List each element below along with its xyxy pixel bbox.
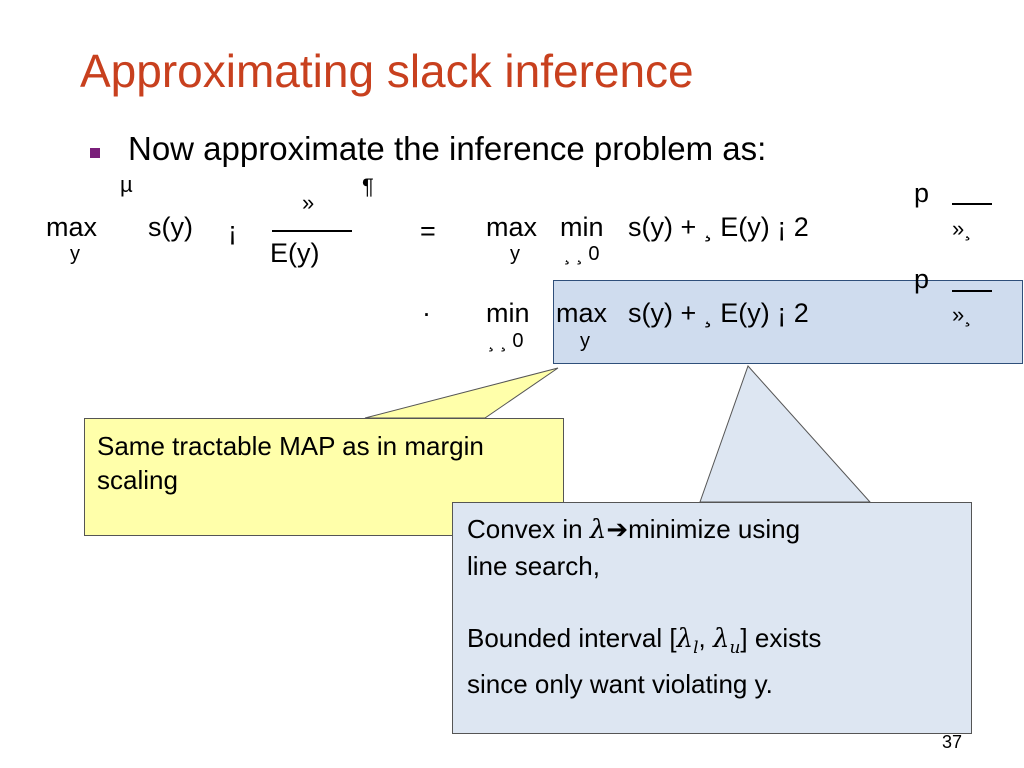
lambda-u-subscript: u — [729, 638, 741, 659]
r1-max: max — [486, 212, 538, 242]
comma-text: , — [698, 623, 713, 653]
r2-expression: s(y) + ¸ E(y) ¡ 2 — [628, 298, 809, 328]
lhs-max-subscript: y — [70, 243, 80, 265]
convex-text: Convex in — [467, 514, 590, 544]
lambda-u-symbol: λ — [712, 624, 730, 654]
equals-sign: = — [420, 216, 436, 246]
bullet-text: Now approximate the inference problem as… — [128, 130, 767, 167]
r2-sqrt-bar — [952, 290, 992, 292]
lhs-numerator: » — [302, 190, 315, 215]
lhs-denominator: E(y) — [270, 238, 320, 268]
bracket-top-left: µ — [120, 172, 133, 197]
r1-min: min — [560, 212, 604, 242]
lambda-symbol: λ — [589, 515, 607, 545]
lambda-l-subscript: l — [693, 638, 699, 659]
arrow-right-icon: ➔ — [606, 514, 629, 544]
callout-tractable-map: Same tractable MAP as in margin scaling — [84, 418, 564, 536]
r1-max-subscript: y — [510, 243, 520, 265]
blue-callout-pointer — [699, 365, 872, 503]
yellow-callout-pointer — [364, 367, 559, 419]
minimize-text: minimize using — [628, 514, 801, 544]
callout-convex-line4: since only want violating y. — [467, 669, 773, 700]
slide-number: 37 — [942, 732, 963, 752]
lhs-score: s(y) — [148, 212, 193, 242]
fraction-bar — [272, 230, 352, 232]
r2-sqrt-p: p — [914, 264, 930, 294]
r1-min-subscript: ¸ ¸ 0 — [564, 243, 600, 265]
r1-sqrt-p: p — [914, 178, 930, 208]
lhs-minus: ¡ — [228, 216, 237, 246]
slide-title: Approximating slack inference — [80, 45, 694, 97]
callout-convex: Convex in λ➔minimize using line search, … — [452, 502, 972, 734]
r2-min: min — [486, 298, 530, 328]
callout-gap — [467, 584, 957, 620]
r1-sqrt-tail: »¸ — [952, 216, 972, 241]
bounded-text: Bounded interval [ — [467, 623, 677, 653]
callout-convex-line1: Convex in λ➔minimize using — [467, 511, 957, 548]
callout-convex-line3: Bounded interval [λl, λu] exists — [467, 620, 957, 666]
r2-max-subscript: y — [580, 330, 590, 352]
r2-min-subscript: ¸ ¸ 0 — [488, 330, 524, 352]
r2-max: max — [556, 298, 608, 328]
r2-sqrt-tail: »¸ — [952, 302, 972, 327]
bracket-top-right: ¶ — [362, 174, 374, 199]
lhs-max: max — [46, 212, 98, 242]
lambda-l-symbol: λ — [676, 624, 694, 654]
bullet-marker-icon — [90, 148, 100, 158]
exists-text: ] exists — [740, 623, 822, 653]
callout-convex-line2: line search, — [467, 551, 600, 581]
r1-expression: s(y) + ¸ E(y) ¡ 2 — [628, 212, 809, 242]
le-sign: · — [422, 298, 431, 328]
equation-highlight-box — [553, 280, 1023, 364]
r1-sqrt-bar — [952, 203, 992, 205]
